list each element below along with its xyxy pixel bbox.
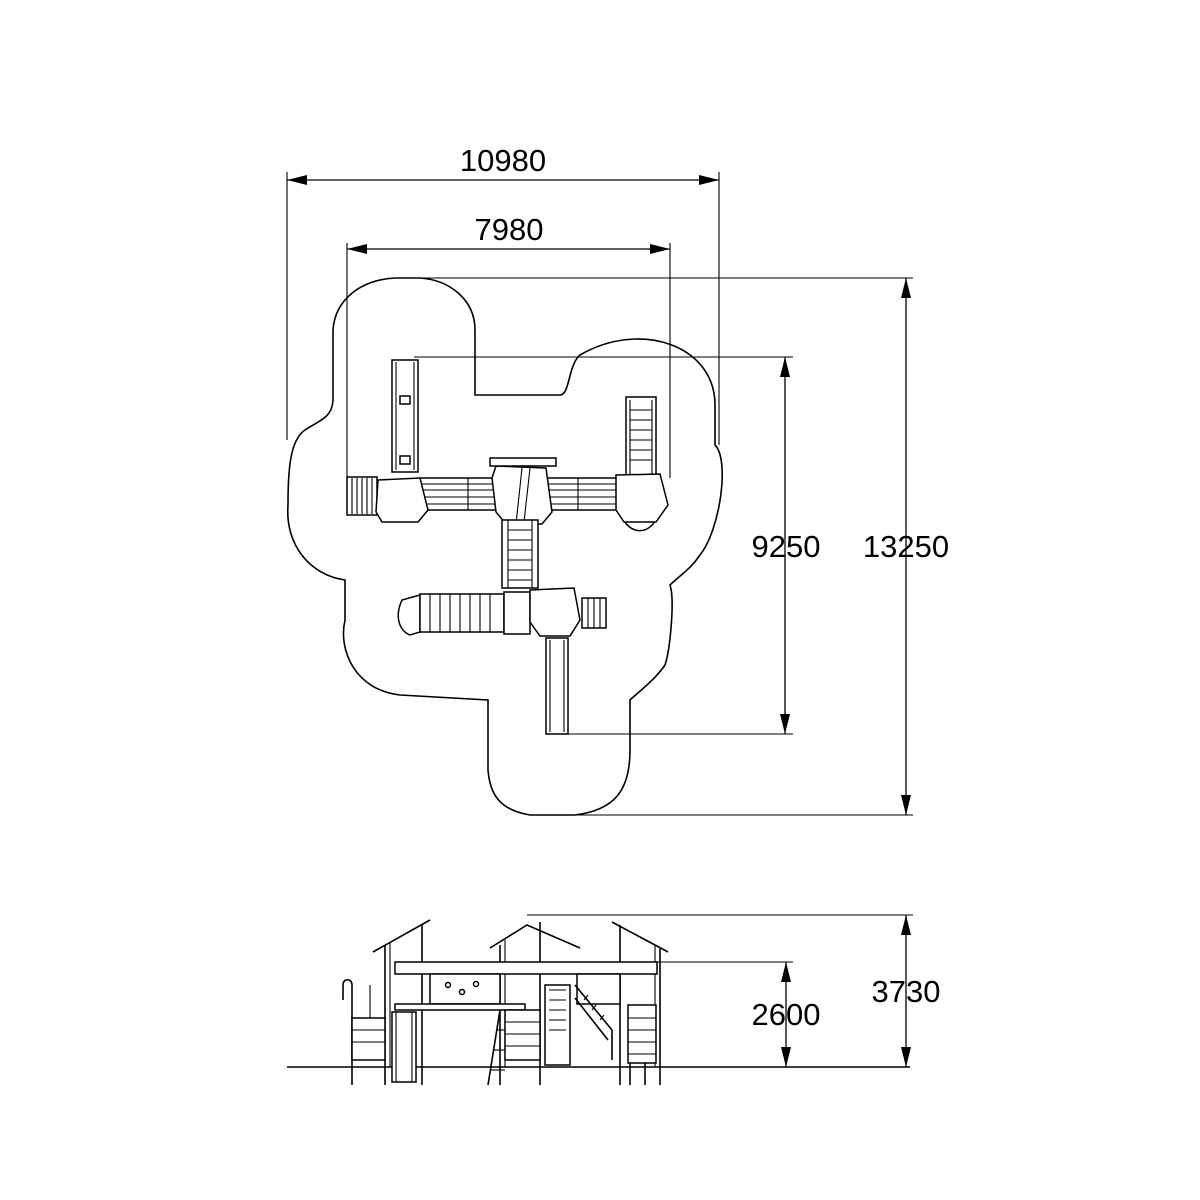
safety-zone-outline [287, 277, 724, 816]
dimension-label-structure-width: 7980 [475, 212, 544, 247]
panel-climb [429, 973, 501, 1005]
dimension-label-total-height: 3730 [872, 974, 941, 1009]
dimension-overall-depth: 13250 [405, 277, 949, 816]
dimension-structure-depth: 9250 [414, 356, 821, 735]
slide-lower [545, 637, 569, 735]
play-structure-elevation [342, 919, 669, 1086]
roof-left [372, 919, 431, 953]
dimension-label-platform-height: 2600 [752, 997, 821, 1032]
rope-ladder [487, 1009, 501, 1086]
dimension-total-height: 3730 [527, 914, 941, 1067]
dimension-label-overall-width: 10980 [460, 143, 546, 178]
ladder-elevation-center [544, 984, 571, 1066]
dimension-overall-width: 10980 [286, 143, 720, 445]
play-structure-plan [346, 359, 669, 735]
roof-right [611, 921, 669, 953]
deck-top [394, 961, 658, 975]
stair-lower-left [419, 593, 505, 633]
elevation-view: 2600 3730 [287, 914, 941, 1086]
platform-top-right [615, 473, 669, 523]
ladder-elevation-right [627, 1004, 657, 1064]
roof-center [489, 924, 581, 949]
dimension-label-structure-depth: 9250 [752, 529, 821, 564]
stairs-inclined [574, 984, 613, 1060]
platform-lower [529, 587, 581, 637]
plan-view: 10980 7980 9250 13250 [286, 143, 949, 816]
platform-left [375, 477, 429, 523]
stairs-left [342, 978, 353, 1085]
dimension-structure-width: 7980 [346, 212, 671, 478]
dimension-label-overall-depth: 13250 [863, 529, 949, 564]
tower-center-roof [491, 465, 553, 525]
